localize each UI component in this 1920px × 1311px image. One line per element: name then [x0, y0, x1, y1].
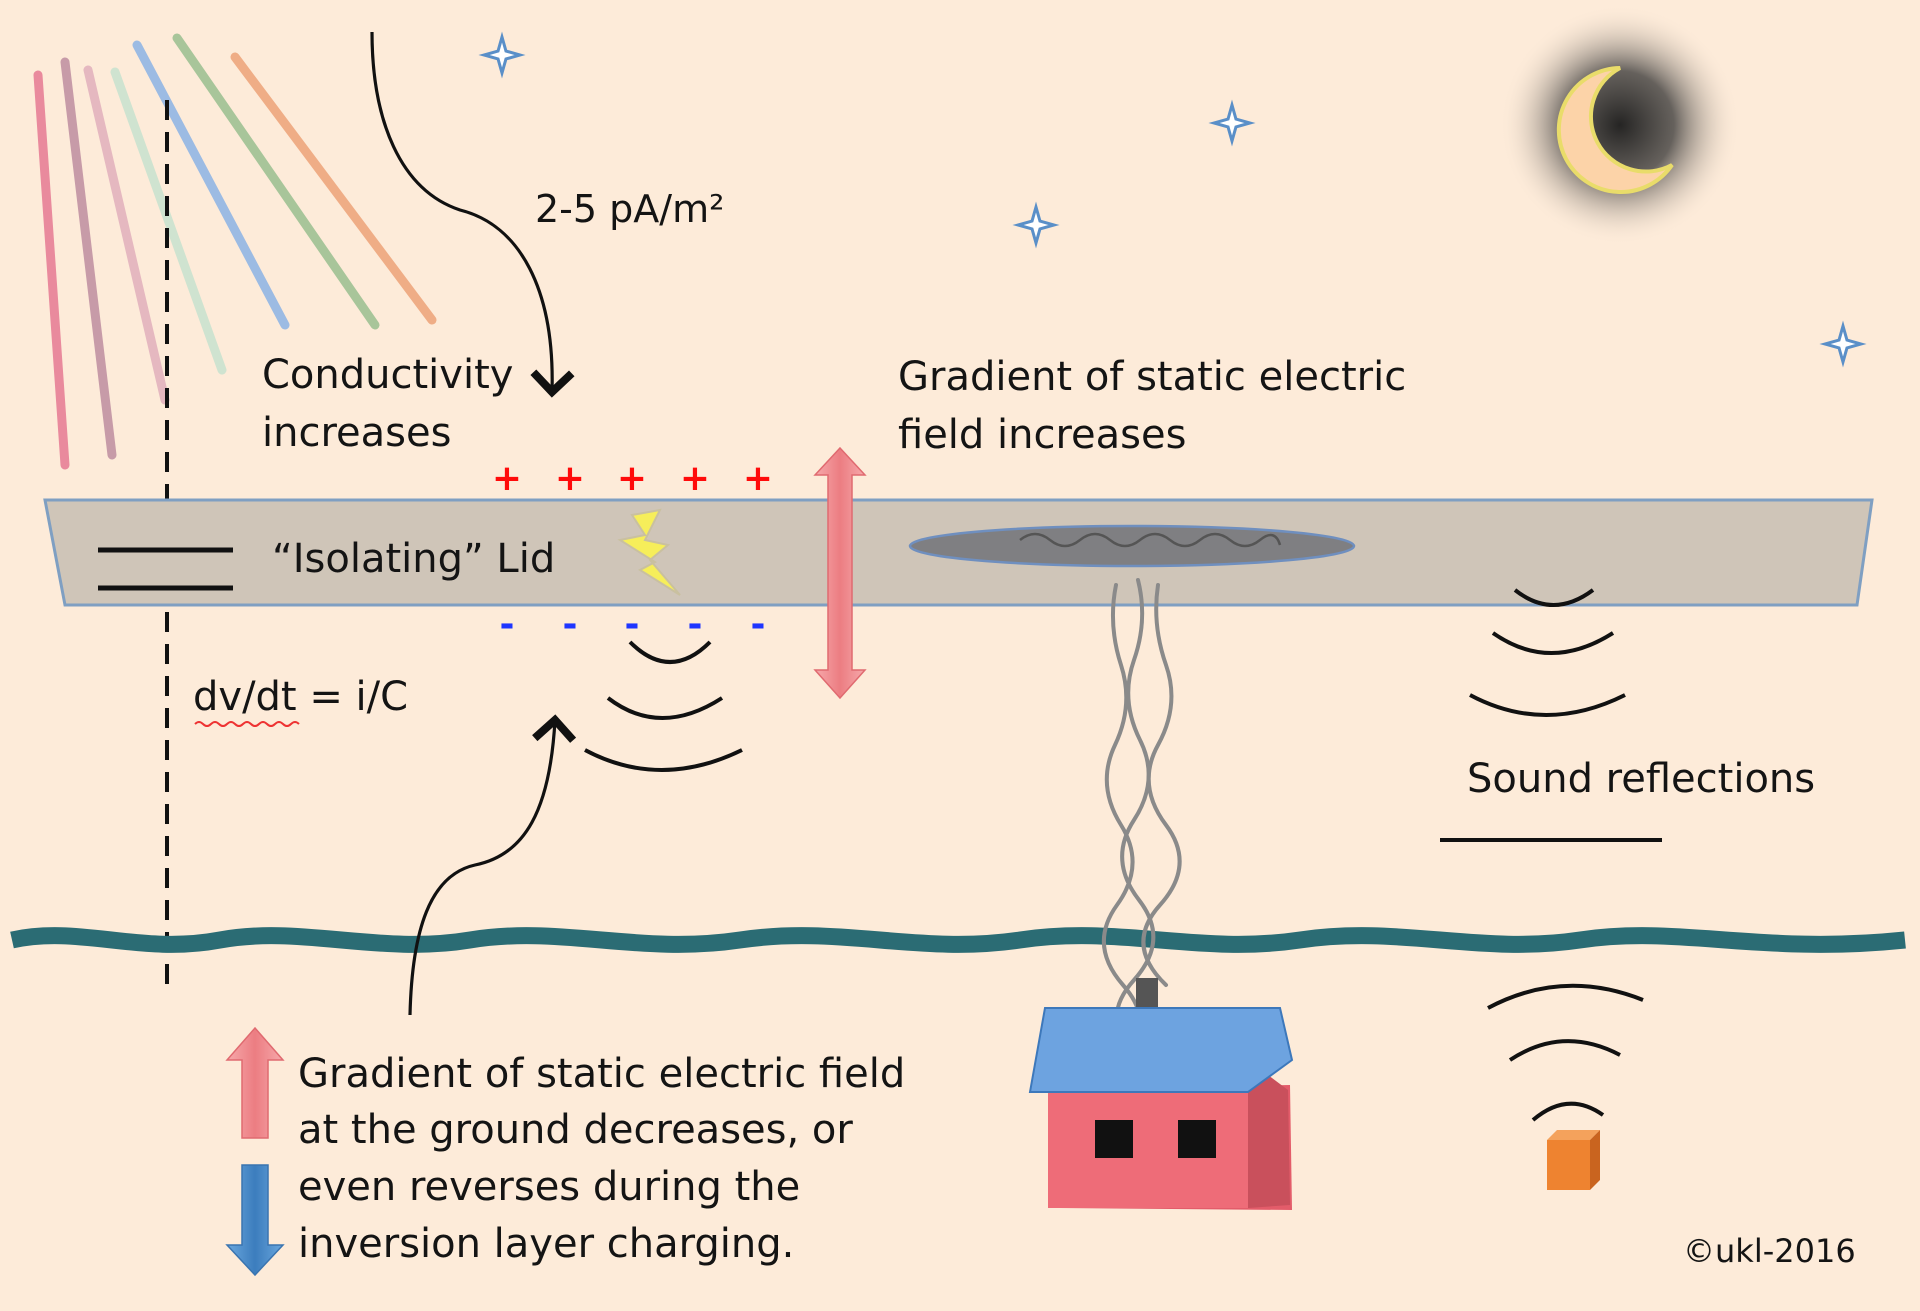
positive-charges: + + + + +: [492, 458, 773, 499]
positive-charge: +: [492, 458, 522, 499]
positive-charge: +: [680, 458, 710, 499]
smoke: [1102, 578, 1182, 1057]
gradient-top-line1: Gradient of static electric: [898, 354, 1406, 400]
legend-down-arrow: [225, 1164, 285, 1277]
sound-waves-left: [584, 640, 743, 772]
gradient-double-arrow: [813, 446, 867, 700]
positive-charge: +: [555, 458, 585, 499]
lid-label: “Isolating” Lid: [272, 536, 555, 582]
capacitor-icon: [98, 547, 233, 591]
charging-arrow: [408, 714, 577, 1016]
legend-line3: even reverses during the: [298, 1164, 800, 1210]
legend-up-arrow: [225, 1026, 285, 1139]
ray-line: [132, 40, 290, 330]
ray-line: [110, 67, 227, 375]
equation-label: dv/dt = i/C: [193, 674, 408, 720]
negative-charge: -: [688, 604, 703, 645]
cosmic-rays: [33, 33, 437, 470]
conductivity-label-line1: Conductivity: [262, 352, 513, 398]
negative-charge: -: [625, 604, 640, 645]
negative-charge: -: [563, 604, 578, 645]
ray-line: [33, 70, 70, 470]
negative-charges: -----: [500, 604, 766, 645]
lid-hole: [908, 524, 1356, 568]
sound-waves-right: [1469, 588, 1644, 1122]
ray-line: [83, 65, 170, 405]
ray-line: [172, 33, 380, 330]
gradient-top-line2: field increases: [898, 412, 1186, 458]
star-icon: [1012, 201, 1060, 249]
star-icon: [1819, 320, 1867, 368]
star-icon: [1208, 99, 1256, 147]
stars: [478, 31, 1867, 368]
spellcheck-underline: [194, 721, 300, 727]
sound-reflections-label: Sound reflections: [1467, 756, 1815, 802]
ray-line: [60, 57, 117, 460]
moon-icon: [1500, 5, 1740, 245]
lightning-icon: [617, 508, 681, 596]
house-icon: [1028, 978, 1294, 1210]
legend-line1: Gradient of static electric field: [298, 1051, 905, 1097]
copyright-label: ©ukl-2016: [1683, 1232, 1856, 1270]
legend-line4: inversion layer charging.: [298, 1221, 794, 1267]
conductivity-label-line2: increases: [262, 410, 451, 456]
positive-charge: +: [743, 458, 773, 499]
positive-charge: +: [617, 458, 647, 499]
current-arrow: [370, 31, 575, 398]
star-icon: [478, 31, 526, 79]
negative-charge: -: [751, 604, 766, 645]
ground-line: [10, 927, 1906, 953]
legend-line2: at the ground decreases, or: [298, 1107, 853, 1153]
sound-source-icon: [1547, 1130, 1600, 1190]
ray-line: [230, 52, 437, 325]
negative-charge: -: [500, 604, 515, 645]
current-density-label: 2-5 pA/m²: [535, 187, 724, 231]
